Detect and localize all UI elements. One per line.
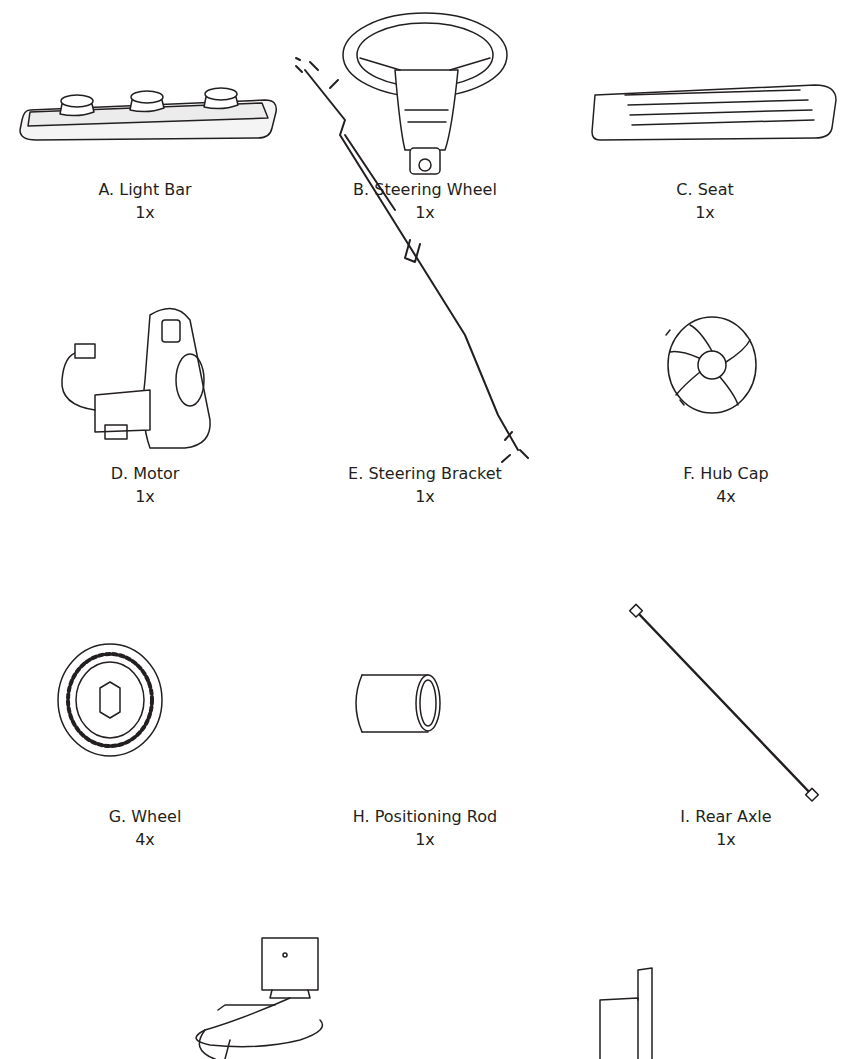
part-name: C. Seat — [676, 180, 733, 200]
part-name: E. Steering Bracket — [348, 464, 502, 484]
motor-drawing — [62, 309, 210, 448]
part-quantity: 1x — [415, 830, 435, 850]
hub-cap-drawing — [666, 317, 756, 413]
positioning-rod-drawing — [356, 675, 440, 732]
seat-drawing — [592, 85, 836, 140]
part-quantity: 1x — [135, 203, 155, 223]
rear-axle-drawing — [630, 604, 819, 801]
part-quantity: 1x — [695, 203, 715, 223]
part-quantity: 4x — [135, 830, 155, 850]
part-quantity: 1x — [135, 487, 155, 507]
bushing-drawing — [600, 968, 652, 1059]
part-quantity: 1x — [415, 487, 435, 507]
steering-wheel-drawing — [343, 13, 507, 174]
part-name: A. Light Bar — [98, 180, 191, 200]
part-name: D. Motor — [111, 464, 180, 484]
part-name: G. Wheel — [109, 807, 182, 827]
part-quantity: 1x — [716, 830, 736, 850]
light-bar-drawing — [20, 88, 276, 140]
part-quantity: 4x — [716, 487, 736, 507]
part-name: F. Hub Cap — [683, 464, 768, 484]
wheel-drawing — [58, 644, 162, 756]
part-name: H. Positioning Rod — [353, 807, 497, 827]
charger-drawing — [196, 938, 322, 1059]
part-name: I. Rear Axle — [680, 807, 771, 827]
part-name: B. Steering Wheel — [353, 180, 497, 200]
part-quantity: 1x — [415, 203, 435, 223]
steering-bracket-drawing — [296, 58, 528, 462]
